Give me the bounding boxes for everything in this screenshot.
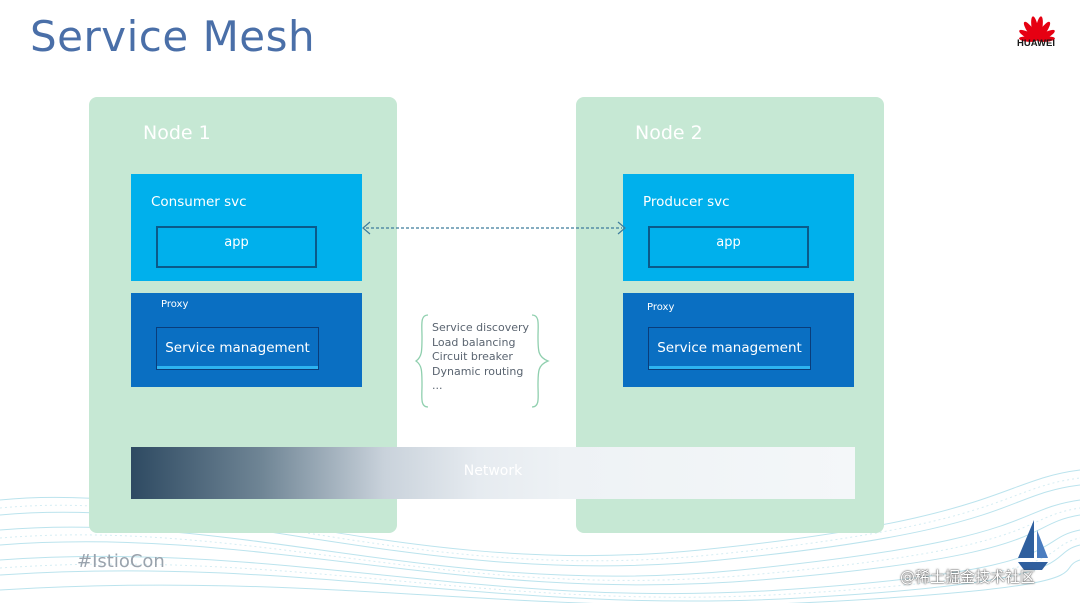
feature-item: Dynamic routing [432, 364, 524, 378]
producer-svc-box: Producer svc app [623, 174, 854, 281]
feature-item: Load balancing [432, 335, 516, 349]
node-2-proxy-label: Proxy [647, 302, 675, 313]
huawei-logo-icon [1019, 16, 1055, 42]
network-bar: Network [131, 447, 855, 499]
consumer-svc-box: Consumer svc app [131, 174, 362, 281]
node-1-service-management: Service management [156, 327, 319, 370]
consumer-app-box: app [156, 226, 317, 268]
node-1-proxy-box: Proxy Service management [131, 293, 362, 387]
node-2-proxy-box: Proxy Service management [623, 293, 854, 387]
feature-item: ... [432, 379, 443, 393]
producer-app-box: app [648, 226, 809, 268]
left-brace-icon [414, 314, 429, 408]
node-2-service-management: Service management [648, 327, 811, 370]
right-brace-icon [531, 314, 550, 408]
istiocon-hashtag: #IstioCon [77, 551, 165, 572]
node-2-title: Node 2 [635, 122, 703, 144]
node-1-title: Node 1 [143, 122, 211, 144]
istio-sail-icon [1018, 520, 1048, 570]
node-1-proxy-label: Proxy [161, 299, 189, 310]
consumer-svc-label: Consumer svc [151, 194, 247, 210]
slide-title: Service Mesh [30, 12, 316, 61]
juejin-watermark: @稀土掘金技术社区 [900, 568, 1036, 586]
bidirectional-arrow-icon [362, 221, 626, 235]
network-label: Network [463, 463, 523, 479]
producer-svc-label: Producer svc [643, 194, 730, 210]
huawei-logo-text: HUAWEI [1017, 38, 1055, 49]
feature-list: Service discovery Load balancing Circuit… [432, 321, 529, 394]
feature-item: Service discovery [432, 321, 530, 334]
feature-item: Circuit breaker [432, 350, 513, 364]
